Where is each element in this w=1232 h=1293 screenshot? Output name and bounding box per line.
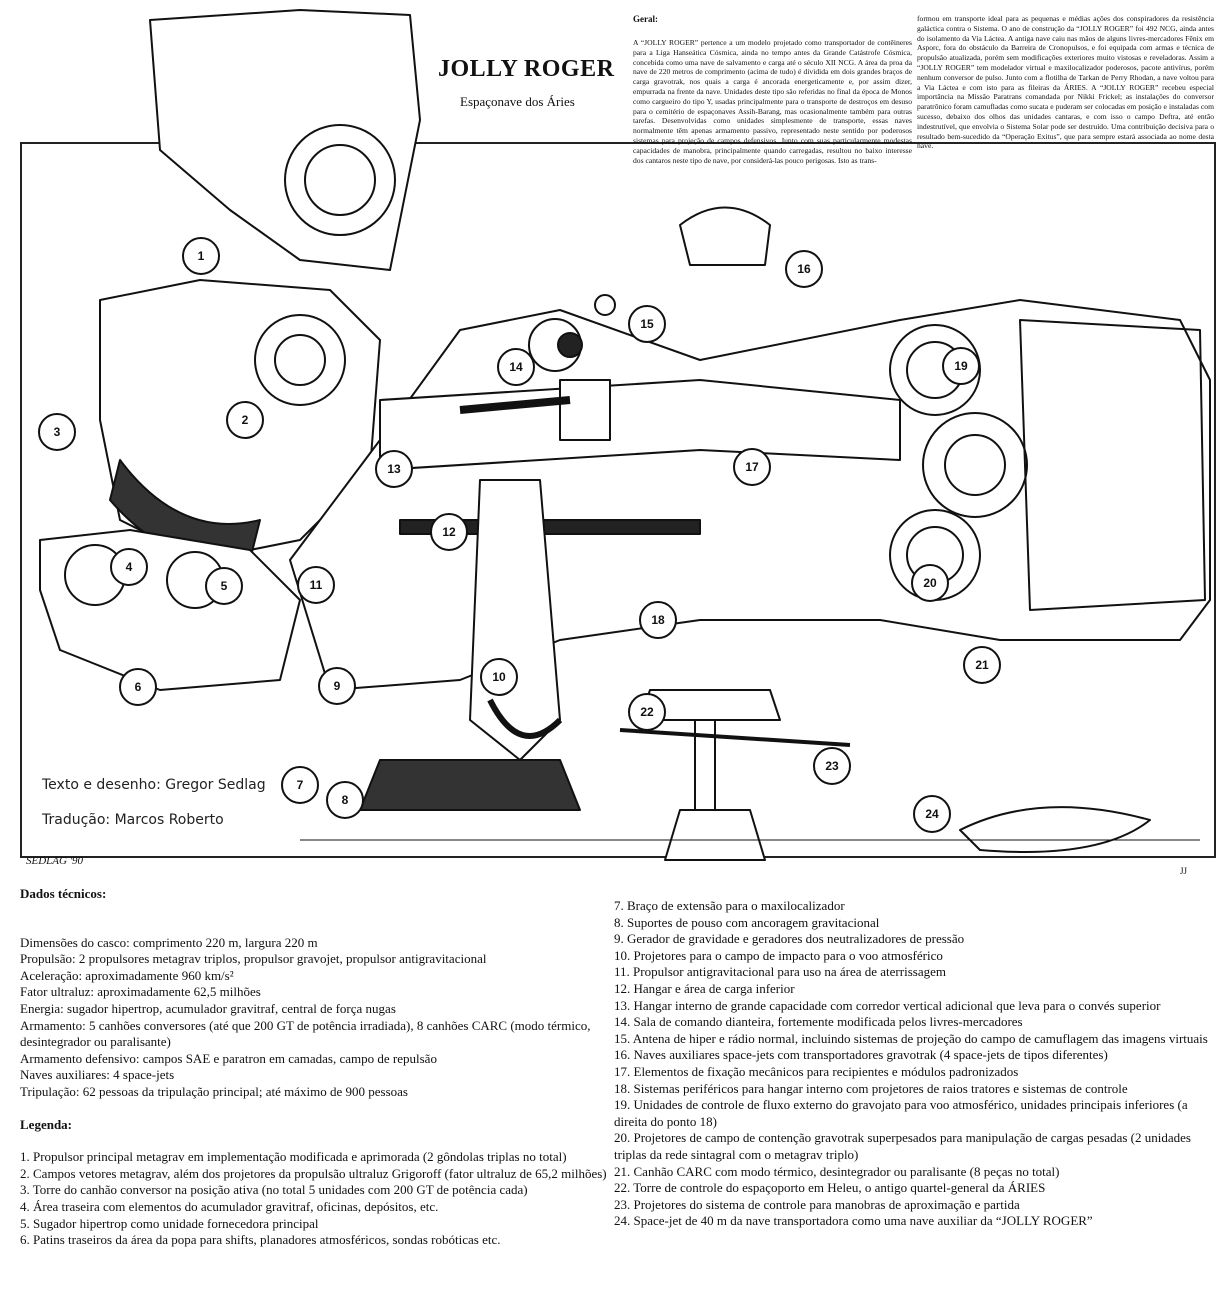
legend-item: 14. Sala de comando dianteira, fortement… — [614, 1014, 1023, 1030]
spec-line: Dimensões do casco: comprimento 220 m, l… — [20, 934, 318, 950]
legend-item: 6. Patins traseiros da área da popa para… — [20, 1232, 501, 1248]
callout-21: 21 — [963, 646, 1001, 684]
spec-line: Aceleração: aproximadamente 960 km/s² — [20, 967, 234, 983]
spec-line: Naves auxiliares: 4 space-jets — [20, 1067, 175, 1083]
legend-item: 3. Torre do canhão conversor na posição … — [20, 1182, 528, 1198]
callout-9: 9 — [318, 667, 356, 705]
legend-item: 24. Space-jet de 40 m da nave transporta… — [614, 1213, 1093, 1229]
legend-item: 10. Projetores para o campo de impacto p… — [614, 947, 943, 963]
callout-17: 17 — [733, 448, 771, 486]
spec-line: Energia: sugador hipertrop, acumulador g… — [20, 1000, 396, 1016]
spec-line: Tripulação: 62 pessoas da tripulação pri… — [20, 1083, 408, 1099]
legend-right-column: 7. Braço de extensão para o maxilocaliza… — [614, 898, 1218, 1230]
ship-illustration — [39, 9, 1211, 861]
illustration-frame — [20, 142, 1216, 858]
legend-heading: Legenda: — [20, 1116, 72, 1132]
legend-item: 20. Projetores de campo de contenção gra… — [614, 1130, 1191, 1162]
legend-item: 21. Canhão CARC com modo térmico, desint… — [614, 1163, 1060, 1179]
legend-item: 12. Hangar e área de carga inferior — [614, 980, 795, 996]
legend-item: 2. Campos vetores metagrav, além dos pro… — [20, 1165, 607, 1181]
spec-line: Propulsão: 2 propulsores metagrav triplo… — [20, 951, 487, 967]
technical-data-heading: Dados técnicos: — [20, 886, 107, 901]
page-subtitle: Espaçonave dos Áries — [460, 94, 575, 109]
callout-11: 11 — [297, 566, 335, 604]
artist-signature: SEDLAG '90 — [26, 855, 84, 867]
legend-item: 7. Braço de extensão para o maxilocaliza… — [614, 898, 845, 913]
callout-13: 13 — [375, 450, 413, 488]
callout-4: 4 — [110, 548, 148, 586]
page-title: JOLLY ROGER — [438, 56, 615, 82]
legend-item: 8. Suportes de pouso com ancoragem gravi… — [614, 914, 880, 930]
callout-22: 22 — [628, 693, 666, 731]
legend-item: 18. Sistemas periféricos para hangar int… — [614, 1080, 1128, 1096]
legend-item: 15. Antena de hiper e rádio normal, incl… — [614, 1030, 1208, 1046]
callout-8: 8 — [326, 781, 364, 819]
callout-3: 3 — [38, 413, 76, 451]
legend-item: 11. Propulsor antigravitacional para uso… — [614, 964, 946, 980]
spec-line: Armamento: 5 canhões conversores (até qu… — [20, 1017, 591, 1050]
legend-item: 4. Área traseira com elementos do acumul… — [20, 1198, 439, 1214]
translation-credit: Tradução: Marcos Roberto — [42, 812, 224, 828]
geral-text-column-1: A “JOLLY ROGER” pertence a um modelo pro… — [633, 38, 912, 165]
callout-12: 12 — [430, 513, 468, 551]
callout-2: 2 — [226, 401, 264, 439]
initials: JJ — [1180, 866, 1188, 876]
callout-14: 14 — [497, 348, 535, 386]
legend-item: 22. Torre de controle do espaçoporto em … — [614, 1180, 1046, 1196]
callout-20: 20 — [911, 564, 949, 602]
legend-item: 13. Hangar interno de grande capacidade … — [614, 997, 1161, 1013]
callout-10: 10 — [480, 658, 518, 696]
author-credit: Texto e desenho: Gregor Sedlag — [42, 777, 266, 793]
callout-19: 19 — [942, 347, 980, 385]
callout-6: 6 — [119, 668, 157, 706]
callout-5: 5 — [205, 567, 243, 605]
callout-15: 15 — [628, 305, 666, 343]
geral-heading: Geral: — [633, 14, 658, 24]
spec-line: Fator ultraluz: aproximadamente 62,5 mil… — [20, 984, 261, 1000]
legend-item: 16. Naves auxiliares space-jets com tran… — [614, 1047, 1108, 1063]
geral-text-column-2: formou em transporte ideal para as peque… — [917, 14, 1214, 151]
callout-16: 16 — [785, 250, 823, 288]
callout-18: 18 — [639, 601, 677, 639]
spec-line: Armamento defensivo: campos SAE e paratr… — [20, 1050, 437, 1066]
legend-item: 17. Elementos de fixação mecânicos para … — [614, 1063, 1019, 1079]
callout-23: 23 — [813, 747, 851, 785]
legend-item: 1. Propulsor principal metagrav em imple… — [20, 1149, 567, 1165]
legend-item: 9. Gerador de gravidade e geradores dos … — [614, 931, 965, 947]
callout-7: 7 — [281, 766, 319, 804]
legend-item: 19. Unidades de controle de fluxo extern… — [614, 1097, 1188, 1129]
technical-data-section: Dados técnicos: Dimensões do casco: comp… — [20, 886, 608, 1249]
callout-24: 24 — [913, 795, 951, 833]
legend-item: 23. Projetores do sistema de controle pa… — [614, 1196, 1020, 1212]
callout-1: 1 — [182, 237, 220, 275]
legend-item: 5. Sugador hipertrop como unidade fornec… — [20, 1215, 319, 1231]
